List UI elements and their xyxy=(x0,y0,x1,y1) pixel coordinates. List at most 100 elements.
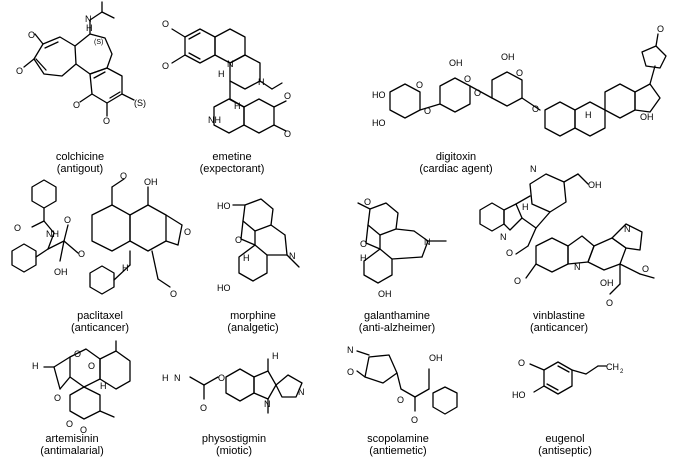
atom-label: OH xyxy=(600,278,614,288)
atom-label: O xyxy=(16,66,23,76)
atom-label: N xyxy=(500,232,507,242)
atom-label: H xyxy=(32,361,39,371)
caption-morphine: morphine (analgetic) xyxy=(227,310,278,334)
compound-use: (anticancer) xyxy=(70,322,130,334)
atom-label: O xyxy=(518,358,525,368)
emetine-structure: O O N H H NH H O O xyxy=(162,19,291,139)
atom-label: O xyxy=(514,276,521,286)
atom-label: O xyxy=(78,249,85,259)
atom-label: H xyxy=(218,69,225,79)
atom-label: O xyxy=(284,91,291,101)
atom-label: O xyxy=(28,30,35,40)
atom-label: N xyxy=(530,164,537,174)
atom-label: N xyxy=(347,345,354,355)
atom-label: O xyxy=(360,239,367,249)
atom-label: O xyxy=(235,235,242,245)
atom-label: O xyxy=(162,19,169,29)
atom-label: O xyxy=(74,349,81,359)
atom-label: O xyxy=(606,298,613,308)
atom-label: 2 xyxy=(620,369,624,375)
atom-label: HO xyxy=(372,118,386,128)
atom-label: O xyxy=(347,367,354,377)
atom-label: N xyxy=(85,14,92,24)
atom-label: O xyxy=(66,419,73,429)
atom-label: N xyxy=(227,59,234,69)
atom-label: CH xyxy=(606,362,619,372)
caption-emetine: emetine (expectorant) xyxy=(200,151,265,175)
atom-label: HO xyxy=(217,283,231,293)
atom-label: OH xyxy=(54,267,68,277)
atom-label: N xyxy=(289,251,296,261)
compound-use: (antigout) xyxy=(56,163,104,175)
eugenol-structure: O HO CH 2 xyxy=(512,358,624,400)
paclitaxel-structure: O NH O OH O O OH H O O xyxy=(11,171,191,299)
atom-label: O xyxy=(170,289,177,299)
atom-label: HO xyxy=(372,90,386,100)
morphine-structure: HO O H HO N xyxy=(217,198,300,293)
atom-label: N xyxy=(264,399,271,409)
atom-label: H xyxy=(234,101,241,111)
compound-use: (expectorant) xyxy=(199,163,265,175)
atom-label: OH xyxy=(501,52,515,62)
caption-vinblastine: vinblastine (anticancer) xyxy=(530,310,588,334)
atom-label: OH xyxy=(588,180,602,190)
atom-label: O xyxy=(364,197,371,207)
digitoxin-structure: HO HO O O O O OH O O OH OH O H xyxy=(372,24,667,137)
scopolamine-structure: N O O O OH xyxy=(347,345,458,425)
atom-label: O xyxy=(99,0,106,2)
compound-name: scopolamine xyxy=(367,433,429,445)
compound-name: artemisinin xyxy=(45,433,99,445)
atom-label: O xyxy=(54,393,61,403)
caption-colchicine: colchicine (antigout) xyxy=(56,151,104,175)
atom-label: O xyxy=(424,106,431,116)
atom-label: O xyxy=(200,403,207,413)
atom-label: H xyxy=(585,110,592,120)
compound-use: (analgetic) xyxy=(227,322,279,334)
atom-label: O xyxy=(80,425,87,435)
atom-label: O xyxy=(506,248,513,258)
atom-label: O xyxy=(532,104,539,114)
compound-name: vinblastine xyxy=(533,310,585,322)
compound-name: physostigmin xyxy=(201,433,267,445)
atom-label: NH xyxy=(208,115,221,125)
atom-label: H xyxy=(258,77,265,87)
galanthamine-structure: O O H OH N xyxy=(357,197,447,299)
atom-label: N xyxy=(424,237,431,247)
compound-name: paclitaxel xyxy=(77,310,123,322)
atom-label: O xyxy=(88,361,95,371)
atom-label: O xyxy=(642,264,649,274)
atom-label: H xyxy=(162,373,169,383)
atom-label: H xyxy=(272,351,279,361)
atom-label: O xyxy=(162,61,169,71)
atom-label: H xyxy=(360,253,367,263)
atom-label: (S) xyxy=(134,98,146,108)
atom-label: O xyxy=(64,215,71,225)
atom-label: N xyxy=(174,373,181,383)
atom-label: NH xyxy=(46,229,59,239)
compound-name: morphine xyxy=(230,310,276,322)
compound-name: emetine xyxy=(212,151,252,163)
artemisinin-structure: H O O O H O O xyxy=(32,340,131,435)
atom-label: O xyxy=(284,129,291,139)
atom-label: (S) xyxy=(94,39,103,46)
atom-label: O xyxy=(516,68,523,78)
atom-label: H xyxy=(243,253,250,263)
compound-use: (cardiac agent) xyxy=(419,163,493,175)
atom-label: OH xyxy=(640,112,654,122)
caption-scopolamine: scopolamine (antiemetic) xyxy=(367,433,429,457)
compound-name: digitoxin xyxy=(435,151,477,163)
atom-label: O xyxy=(103,116,110,126)
vinblastine-structure: N OH N H O O N N OH O O xyxy=(479,164,655,308)
atom-label: N xyxy=(624,224,631,234)
atom-label: H xyxy=(100,381,107,391)
atom-label: OH xyxy=(449,58,463,68)
atom-label: O xyxy=(397,395,404,405)
atom-label: O xyxy=(464,74,471,84)
atom-label: H xyxy=(86,23,93,33)
atom-label: O xyxy=(120,171,127,181)
atom-label: O xyxy=(416,80,423,90)
physostigmin-structure: H N O O N N H xyxy=(162,351,305,414)
compound-name: eugenol xyxy=(545,433,585,445)
atom-label: O xyxy=(411,415,418,425)
compound-name: colchicine xyxy=(55,151,105,163)
